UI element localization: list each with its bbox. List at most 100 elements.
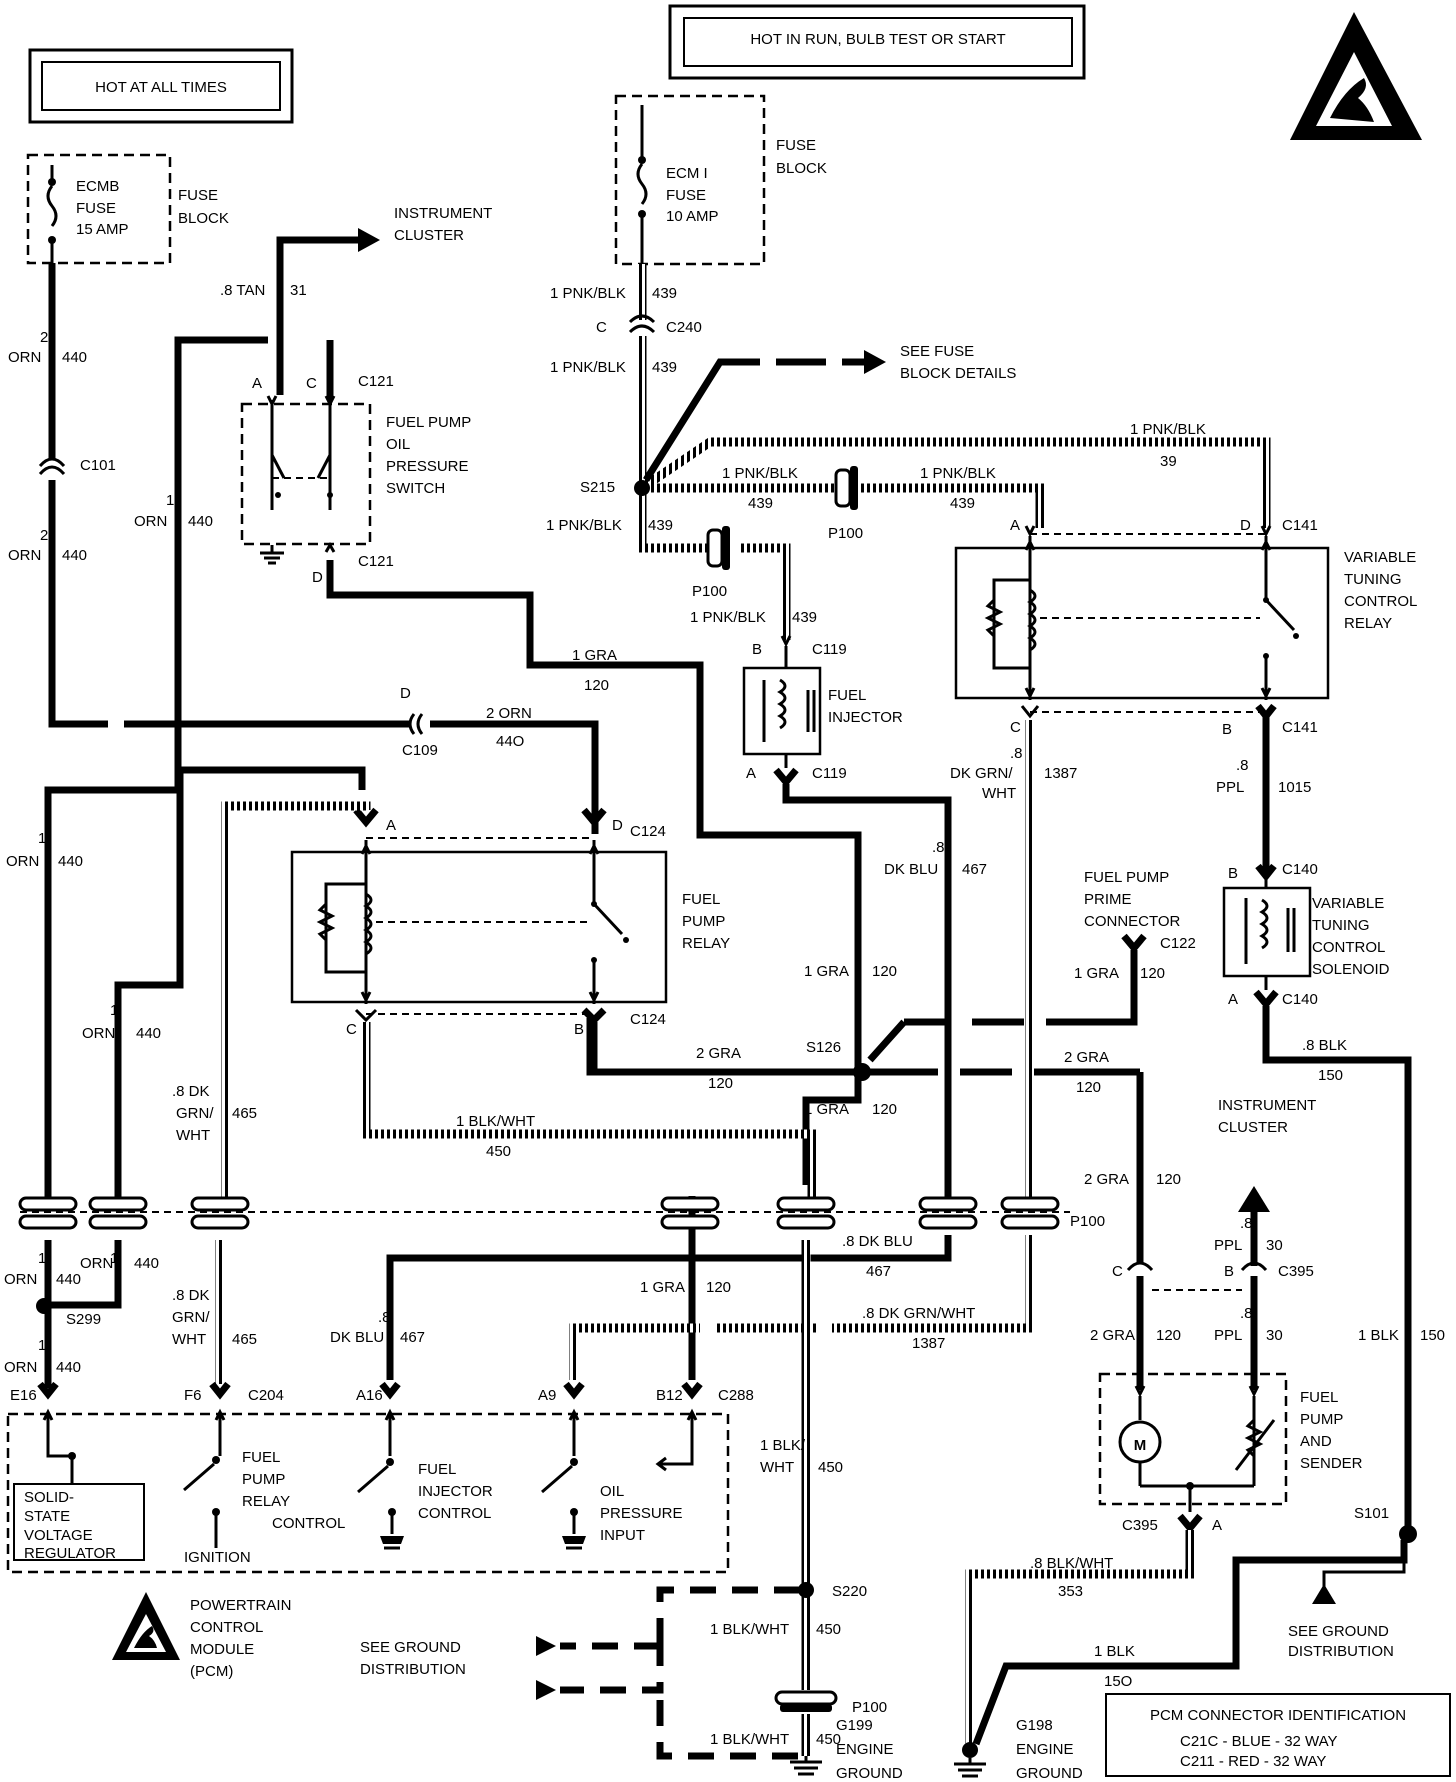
wire-label: 1 [166, 492, 174, 509]
wire-label: ORN [8, 547, 41, 564]
pump-motor-icon: M [1134, 1437, 1147, 1454]
component-label: INSTRUMENT [394, 205, 492, 222]
wire-label: 1 GRA [804, 963, 849, 980]
wire-label: .8 [1236, 757, 1249, 774]
svg-text:(PCM): (PCM) [190, 1663, 233, 1680]
fuel-pump-sender-label: FUEL PUMP AND SENDER [1300, 1389, 1363, 1472]
bulkhead-plug [18, 1196, 78, 1230]
connector-label: C121 [358, 553, 394, 570]
bulkhead-plug [660, 1196, 720, 1230]
component-label: BLOCK DETAILS [900, 365, 1016, 382]
svg-text:FUSE: FUSE [666, 187, 706, 204]
wire-label: 1387 [912, 1335, 945, 1352]
splice-s299 [36, 1298, 52, 1314]
component-label: SEE GROUND [1288, 1623, 1389, 1640]
connector-label: C109 [402, 742, 438, 759]
svg-text:INPUT: INPUT [600, 1527, 645, 1544]
wire-label: 450 [816, 1731, 841, 1748]
wire-label: .8 BLK/WHT [1030, 1555, 1113, 1572]
svg-text:PRESSURE: PRESSURE [600, 1505, 683, 1522]
pin-label: A [1010, 517, 1020, 534]
wire-label: 1 GRA [804, 1101, 849, 1118]
wire-ppl-30 [1238, 1186, 1270, 1390]
wire-label: 31 [290, 282, 307, 299]
connector-c395 [1126, 1261, 1268, 1291]
wire-label: 120 [1156, 1171, 1181, 1188]
connector-label: S215 [580, 479, 615, 496]
wire-label: 1 PNK/BLK [550, 359, 626, 376]
svg-text:SWITCH: SWITCH [386, 480, 445, 497]
svg-text:PCM CONNECTOR IDENTIFICATION: PCM CONNECTOR IDENTIFICATION [1150, 1707, 1406, 1724]
splice-s215 [634, 480, 650, 496]
connector-p100-inline-b [834, 466, 858, 510]
svg-text:SOLID-: SOLID- [24, 1489, 74, 1506]
instrument-cluster-label-b: INSTRUMENT CLUSTER [1218, 1097, 1316, 1136]
svg-text:C211 - RED - 32 WAY: C211 - RED - 32 WAY [1180, 1753, 1326, 1770]
svg-text:VARIABLE: VARIABLE [1312, 895, 1384, 912]
wire-label: .8 DK [172, 1287, 210, 1304]
connector-label: C124 [630, 1011, 666, 1028]
wire-blk-wht-450 [361, 1022, 817, 1756]
svg-text:HOT AT ALL TIMES: HOT AT ALL TIMES [95, 79, 227, 96]
wire-label: 1 BLK/WHT [710, 1731, 789, 1748]
svg-text:TUNING: TUNING [1344, 571, 1402, 588]
pin-label: B [574, 1021, 584, 1038]
svg-text:ECMB: ECMB [76, 178, 119, 195]
wire-label: 440 [58, 853, 83, 870]
wire-label: 440 [56, 1359, 81, 1376]
wire-label: 15O [1104, 1673, 1132, 1690]
wire-label: 1387 [1044, 765, 1077, 782]
pin-label: A [252, 375, 262, 392]
connector-label: C140 [1282, 991, 1318, 1008]
svg-text:CLUSTER: CLUSTER [1218, 1119, 1288, 1136]
wire-label: 465 [232, 1105, 257, 1122]
wire-label: 1 GRA [1074, 965, 1119, 982]
svg-text:GROUND: GROUND [836, 1765, 903, 1782]
vtc-relay [954, 525, 1330, 722]
svg-text:ENGINE: ENGINE [836, 1741, 894, 1758]
oil-pressure-switch [240, 340, 372, 565]
svg-text:RELAY: RELAY [242, 1493, 290, 1510]
wire-label: .8 BLK [1302, 1037, 1347, 1054]
wire-dk-grn-wht-1387 [569, 720, 1035, 1380]
header-hot-in-run: HOT IN RUN, BULB TEST OR START [668, 4, 1086, 80]
wire-orn-440-left [38, 263, 599, 834]
wire-label: 439 [652, 359, 677, 376]
wire-label: PPL [1214, 1237, 1242, 1254]
wire-label: PPL [1216, 779, 1244, 796]
pcm-b12-arrow [655, 1408, 698, 1472]
pcm-module [6, 1412, 730, 1574]
wire-label: 1 PNK/BLK [722, 465, 798, 482]
wire-label: 1 BLK/WHT [710, 1621, 789, 1638]
wire-label: 467 [866, 1263, 891, 1280]
wire-label: DK BLU [884, 861, 938, 878]
svg-text:GROUND: GROUND [1016, 1765, 1083, 1782]
wire-label: .8 DK GRN/WHT [862, 1305, 975, 1322]
wire-blk-150-ground [972, 1540, 1408, 1746]
pin-label: D [400, 685, 411, 702]
svg-text:FUEL: FUEL [1300, 1389, 1338, 1406]
svg-text:INJECTOR: INJECTOR [418, 1483, 493, 1500]
pcm-oil-input-circuit [541, 1408, 586, 1550]
splice-s220 [798, 1582, 814, 1598]
fuel-pump-relay [290, 807, 668, 1025]
connector-label: C119 [812, 641, 847, 658]
wire-label: .8 [932, 839, 945, 856]
connector-label: S220 [832, 1583, 867, 1600]
wire-label: 39 [1160, 453, 1177, 470]
pcm-relay-control-circuit [183, 1408, 226, 1548]
svg-text:INSTRUMENT: INSTRUMENT [1218, 1097, 1316, 1114]
wire-label: 1015 [1278, 779, 1311, 796]
connector-label: C141 [1282, 517, 1318, 534]
wire-label: 150 [1420, 1327, 1445, 1344]
vtc-solenoid-label: VARIABLE TUNING CONTROL SOLENOID [1312, 895, 1390, 978]
svg-text:SENDER: SENDER [1300, 1455, 1363, 1472]
connector-label: C122 [1160, 935, 1196, 952]
bulkhead-plug [88, 1196, 148, 1230]
svg-text:VARIABLE: VARIABLE [1344, 549, 1416, 566]
wire-label: 467 [400, 1329, 425, 1346]
wire-label: 440 [56, 1271, 81, 1288]
component-label: SEE GROUND [360, 1639, 461, 1656]
wire-label: 439 [748, 495, 773, 512]
